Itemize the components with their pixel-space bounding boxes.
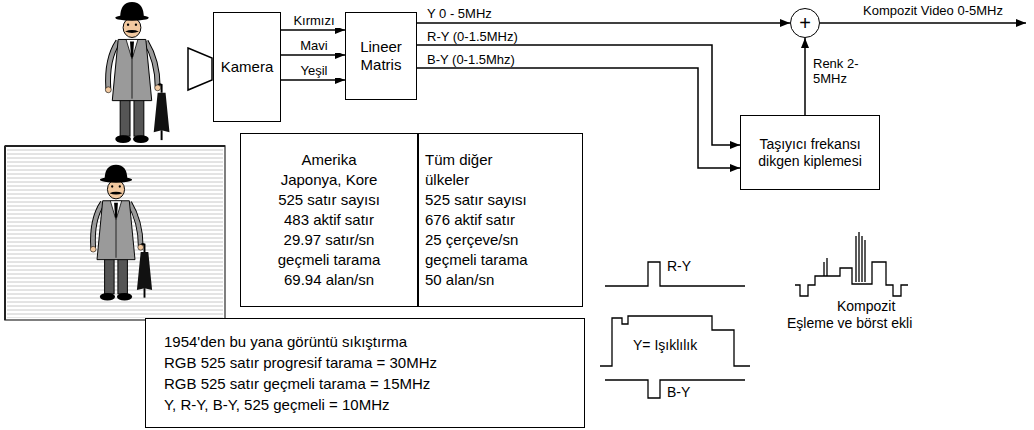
camera-lens (188, 48, 212, 90)
box-text: 525 satır sayısı (278, 190, 380, 210)
signal-arrow (804, 38, 806, 115)
signal-arrow (417, 22, 790, 24)
luma-waveform (600, 316, 750, 366)
note-box: 1954'den bu yana görüntü sıkıştırmaRGB 5… (145, 318, 585, 428)
composite-waveform (795, 262, 908, 296)
box-text: Kamera (221, 58, 274, 76)
output-label: Kompozit Video 0-5MHz (862, 3, 1004, 19)
output-arrow (820, 22, 1026, 24)
box-text: geçmeli tarama (278, 250, 381, 270)
box-text: Y, R-Y, B-Y, 525 geçmeli = 10MHz (164, 394, 390, 415)
box-text: Taşıyıcı frekansı dikgen kiplemesi (747, 136, 873, 170)
signal-arrow (417, 45, 740, 145)
box-text: 29.97 satır/sn (284, 230, 375, 250)
box-text: RGB 525 satır progresif tarama = 30MHz (164, 352, 437, 373)
box-text: Tüm diğer (425, 150, 493, 170)
signal-arrow (281, 79, 345, 81)
waveform-label: Kompozit (836, 298, 896, 315)
camera-box: Kamera (213, 12, 281, 122)
signal-arrow (281, 54, 345, 56)
box-text: ülkeler (425, 170, 469, 190)
edge-label: B-Y (0-1.5Mhz) (426, 52, 516, 67)
modulator-box: Taşıyıcı frekansı dikgen kiplemesi (740, 115, 880, 190)
edge-label: Kırmızı (284, 13, 344, 28)
box-text: 25 çerçeve/sn (425, 230, 518, 250)
box-text: 676 aktif satır (425, 210, 515, 230)
tv-screen (5, 146, 225, 320)
standard-box: Tüm diğerülkeler525 satır sayısı676 akti… (418, 133, 583, 307)
signal-label: R-Y (666, 258, 692, 275)
box-text: 1954'den bu yana görüntü sıkıştırma (164, 331, 407, 352)
box-text: Lineer Matris (352, 38, 410, 74)
matrix-box: Lineer Matris (345, 12, 417, 100)
waveform-label: Eşleme ve börst ekli (786, 315, 913, 332)
box-text: 525 satır sayısı (425, 190, 527, 210)
edge-label: Y 0 - 5MHz (426, 6, 493, 21)
edge-label: R-Y (0-1.5MHz) (426, 29, 519, 44)
box-text: RGB 525 satır geçmeli tarama = 15MHz (164, 373, 430, 394)
box-text: geçmeli tarama (425, 250, 528, 270)
box-text: 69.94 alan/sn (284, 270, 374, 290)
sum-circle: + (790, 8, 820, 38)
signal-label: B-Y (666, 384, 691, 401)
signal-label: Y= Işıklılık (632, 337, 698, 354)
box-text: Japonya, Kore (281, 170, 378, 190)
edge-label: Yeşil (284, 63, 344, 78)
edge-label: Mavi (284, 38, 344, 53)
box-text: 483 aktif satır (284, 210, 374, 230)
edge-label: Renk 2-5MHz (812, 56, 866, 86)
box-text: 50 alan/sn (425, 270, 494, 290)
operator-symbol: + (799, 11, 811, 35)
man-figure (105, 2, 169, 143)
box-text: Amerika (301, 150, 356, 170)
signal-arrow (281, 29, 345, 31)
standard-box: AmerikaJaponya, Kore525 satır sayısı483 … (240, 133, 418, 307)
